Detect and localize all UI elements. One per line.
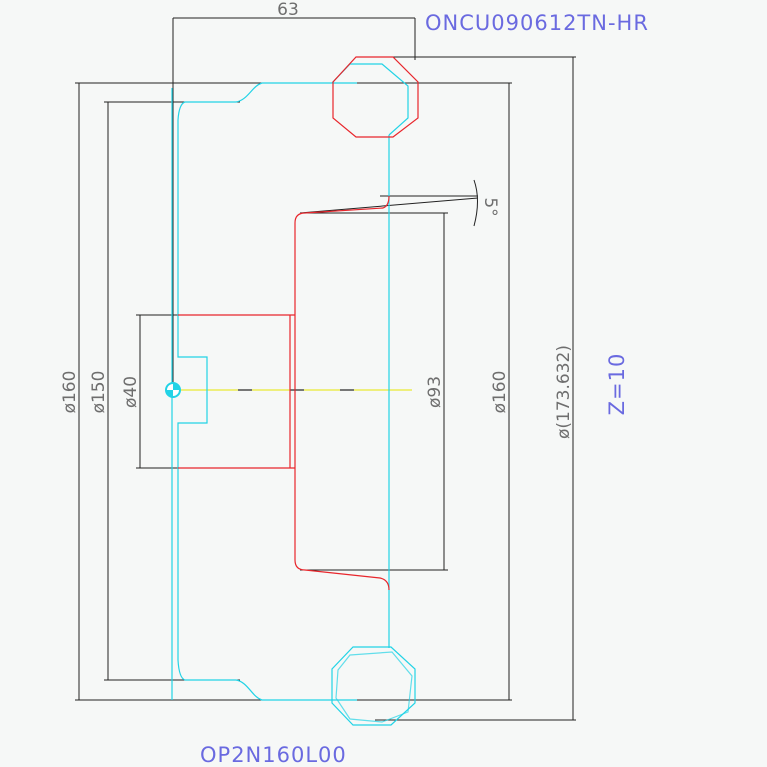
dim-d160-left-label: ø160 <box>60 371 80 414</box>
insert-and-bore-profile <box>178 56 419 591</box>
dim-d160-right-label: ø160 <box>490 371 510 414</box>
origin-marker <box>165 382 181 398</box>
dimension-lines <box>75 17 576 721</box>
insert-code-label: ONCU090612TN-HR <box>425 11 649 35</box>
dim-d40-label: ø40 <box>121 376 141 408</box>
tool-body-outline <box>171 63 416 726</box>
part-number-label: OP2N160L00 <box>200 743 347 767</box>
dim-d150-label: ø150 <box>89 371 109 414</box>
dim-width-label: 63 <box>277 0 299 20</box>
dim-d93-label: ø93 <box>425 376 445 408</box>
teeth-count-label: Z=10 <box>605 353 629 416</box>
dim-angle-label: 5° <box>480 197 500 216</box>
dim-d173-label: ø(173.632) <box>554 345 574 439</box>
